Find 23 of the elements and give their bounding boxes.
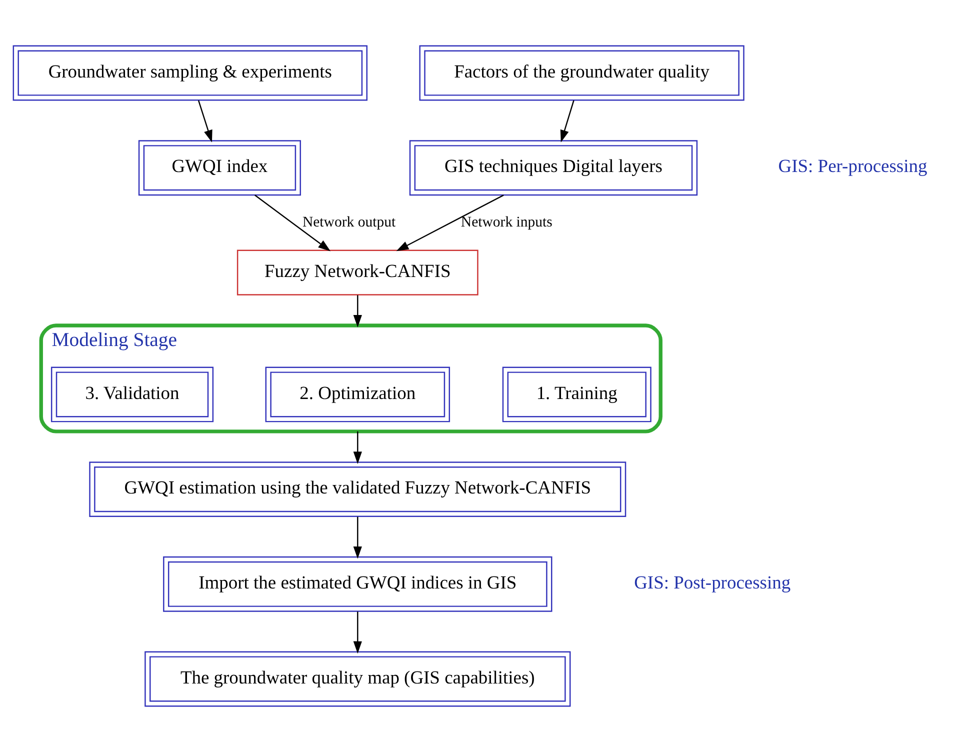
arrow (353, 516, 362, 558)
node-box: GWQI index (138, 140, 301, 196)
arrow (560, 100, 574, 142)
node-box: 3. Validation (50, 366, 214, 422)
edge-label: Network inputs (460, 214, 552, 230)
node-box: GWQI estimation using the validated Fuzzy Network-CANFIS (89, 461, 626, 517)
arrow (198, 100, 212, 142)
edge-label: Network output (302, 214, 396, 230)
arrow (353, 611, 362, 654)
arrow (353, 430, 362, 464)
node-box: 1. Training (502, 366, 652, 422)
arrow (396, 194, 504, 251)
node-box: Import the estimated GWQI indices in GIS (163, 556, 552, 612)
arrow (254, 194, 331, 251)
node-box: The groundwater quality map (GIS capabilities) (144, 650, 571, 706)
node-box: Groundwater sampling & experiments (12, 44, 368, 100)
label: GIS: Per-processing (778, 156, 928, 176)
node-box: Fuzzy Network-CANFIS (236, 249, 478, 295)
node-box: GIS techniques Digital layers (409, 140, 698, 196)
arrow (353, 294, 362, 327)
node-box: 2. Optimization (265, 366, 450, 422)
node-box: Factors of the groundwater quality (419, 44, 744, 100)
label: GIS: Post-processing (634, 572, 791, 592)
